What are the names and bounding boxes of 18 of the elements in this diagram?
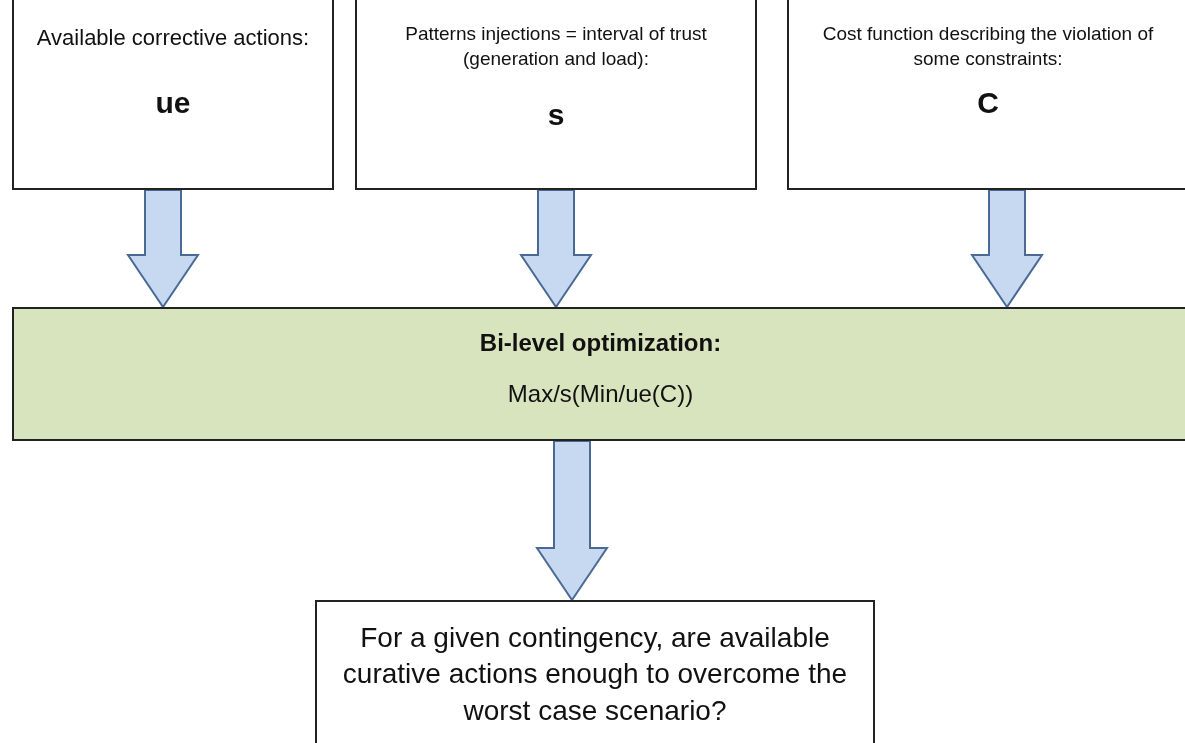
text-box [355,0,757,190]
description: Cost function describing the violation of some constraints: [821,22,1155,71]
block-arrow [970,189,1044,309]
formula: Max/s(Min/ue(C)) [507,379,694,410]
process-band [12,307,1185,441]
text-box [315,600,875,743]
text-box [12,0,334,190]
text-box [787,0,1185,190]
heading: Bi-level optimization: [479,328,722,358]
block-arrow [535,440,609,602]
block-arrow [519,189,593,309]
variable-label: C [977,85,999,122]
description: For a given contingency, are available curative actions enough to overcome the worst case scenario? [341,621,849,728]
block-arrow [126,189,200,309]
variable-label: s [547,97,565,134]
description: Patterns injections = interval of trust (generation and load): [404,22,708,71]
variable-label: ue [155,84,191,121]
description: Available corrective actions: [36,24,310,52]
